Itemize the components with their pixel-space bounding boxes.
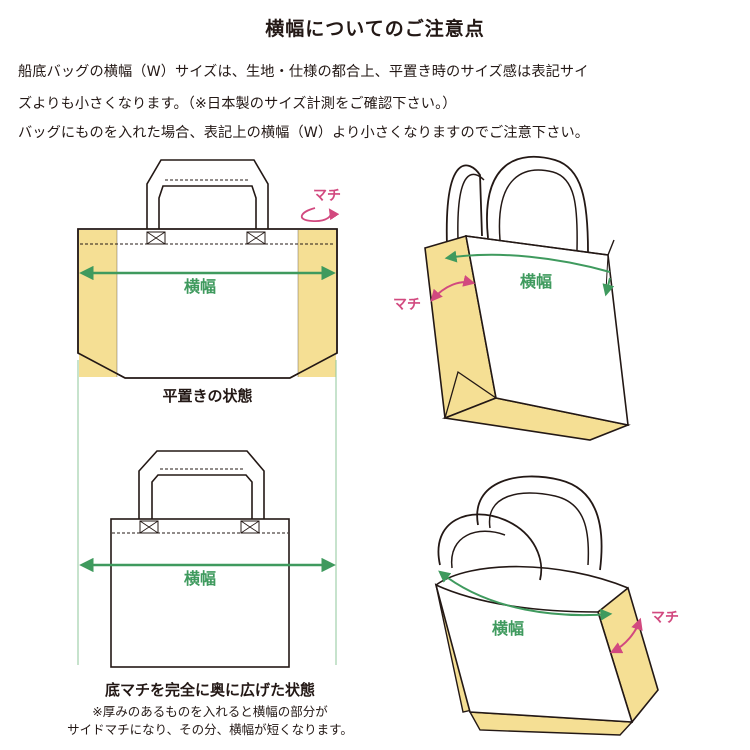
perspective-bottom-gusset-label: マチ [651,610,679,626]
notice-line-3: バッグにものを入れた場合、表記上の横幅（W）より小さくなりますのでご注意下さい。 [18,125,590,141]
width-note-line-1: ※厚みのあるものを入れると横幅の部分が [92,704,328,719]
perspective-bag-bottom [434,475,659,736]
perspective-top-gusset-label: マチ [393,297,421,313]
width-note-line-2: サイドマチになり、その分、横幅が短くなります。 [67,722,353,737]
perspective-top-gusset-arrow [430,274,476,302]
flat-bag-body-outline [77,228,338,379]
perspective-bottom-width-label: 横幅 [492,619,524,638]
perspective-bottom-gusset-arrow [609,617,643,654]
perspective-bag-top [424,155,631,441]
flat-bag-diagram [77,159,340,379]
flat-bag-left-gusset [79,230,117,377]
flat-gusset-arrow [300,207,340,222]
open-width-label: 横幅 [184,569,216,588]
flat-width-label-bg [176,275,224,297]
flat-state-caption: 平置きの状態 [162,387,253,405]
page-title: 横幅についてのご注意点 [265,18,485,40]
open-width-label-bg [176,567,224,589]
flat-width-label: 横幅 [184,277,216,296]
flat-bag-right-gusset [298,230,336,377]
open-state-caption: 底マチを完全に奥に広げた状態 [104,681,315,699]
open-bag-handle [138,450,265,521]
flat-gusset-label: マチ [313,188,341,204]
perspective-bottom-width-arrow [438,570,613,621]
notice-line-1: 船底バッグの横幅（W）サイズは、生地・仕様の都合上、平置き時のサイズ感は表記サイ [18,64,589,80]
open-bag-diagram [79,450,336,668]
perspective-top-width-label: 横幅 [520,272,552,291]
flat-bag-handle [146,159,269,232]
open-bag-body [110,518,290,668]
notice-line-2: ズよりも小さくなります。（※日本製のサイズ計測をご確認下さい。） [18,96,457,112]
perspective-top-width-arrow [444,250,611,273]
